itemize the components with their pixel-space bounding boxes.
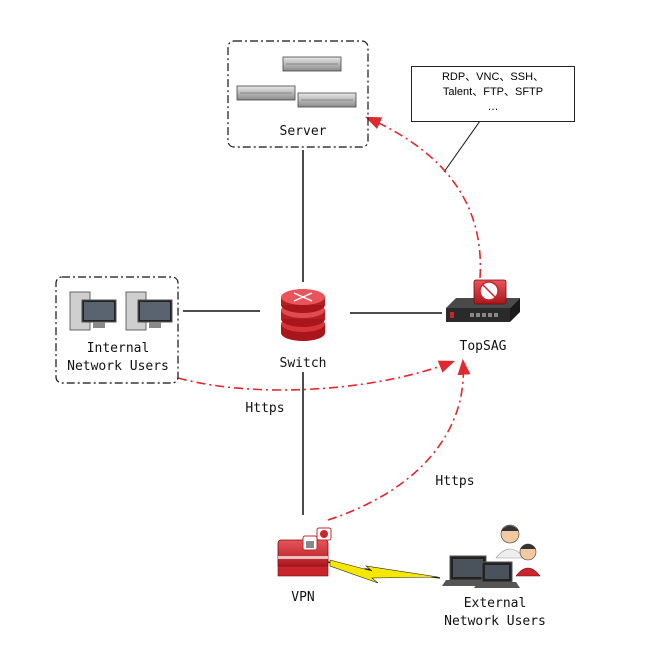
switch-icon [281, 289, 325, 341]
internal-users-label-line1: Internal [86, 341, 150, 356]
flow-internal-topsag [177, 360, 455, 391]
vpn-icon [277, 527, 332, 577]
note-pointer [443, 120, 481, 173]
server-icon [236, 56, 357, 108]
switch-label: Switch [279, 356, 327, 371]
topsag-label: TopSAG [459, 339, 507, 354]
topsag-icon [446, 279, 520, 322]
external-users-icon [442, 524, 541, 588]
flow-topsag-server [365, 116, 482, 279]
protocols-note-line1: RDP、VNC、SSH、 [441, 71, 545, 83]
workstation-icon [69, 291, 173, 331]
protocols-note: RDP、VNC、SSH、 Talent、FTP、SFTP … [411, 66, 575, 122]
internal-users-label-line2: Network Users [67, 359, 169, 374]
internal-users-group-box [55, 276, 179, 384]
external-users-label-line2: Network Users [444, 614, 546, 629]
internal-https-label: Https [245, 401, 285, 416]
protocols-note-line3: … [487, 101, 499, 113]
server-label: Server [279, 124, 327, 139]
protocols-note-line2: Talent、FTP、SFTP [442, 86, 544, 98]
external-users-label-line1: External [463, 596, 527, 611]
external-https-label: Https [435, 474, 475, 489]
vpn-label: VPN [291, 590, 315, 605]
server-group-box [227, 40, 369, 148]
lightning-bolt-icon [329, 559, 439, 584]
